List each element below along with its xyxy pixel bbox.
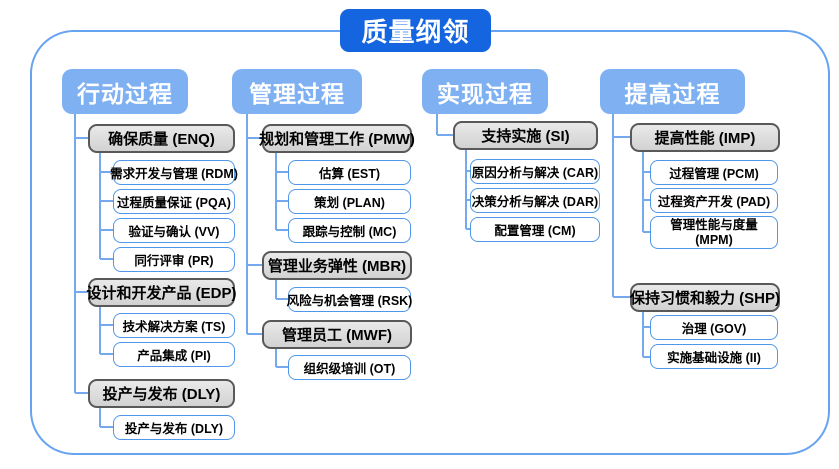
group-node-enq: 确保质量 (ENQ) xyxy=(88,124,235,153)
group-node-si: 支持实施 (SI) xyxy=(453,121,598,150)
group-node-pmw: 规划和管理工作 (PMW) xyxy=(259,124,415,153)
process-node-car: 原因分析与解决 (CAR) xyxy=(470,159,600,184)
group-node-shp: 保持习惯和毅力 (SHP) xyxy=(630,283,780,312)
process-node-rsk: 风险与机会管理 (RSK) xyxy=(287,287,412,312)
column-header-action-process: 行动过程 xyxy=(62,69,188,114)
process-node-ii: 实施基础设施 (II) xyxy=(650,344,778,369)
process-node-mpm: 管理性能与度量 (MPM) xyxy=(650,216,778,249)
process-node-gov: 治理 (GOV) xyxy=(650,315,778,340)
process-node-plan: 策划 (PLAN) xyxy=(288,189,411,214)
process-node-pcm: 过程管理 (PCM) xyxy=(650,160,778,185)
process-node-pr: 同行评审 (PR) xyxy=(113,247,235,272)
process-node-dly: 投产与发布 (DLY) xyxy=(113,415,235,440)
group-node-imp: 提高性能 (IMP) xyxy=(630,123,780,152)
process-node-ts: 技术解决方案 (TS) xyxy=(113,313,235,338)
process-node-vv: 验证与确认 (VV) xyxy=(113,218,235,243)
process-node-rdm: 需求开发与管理 (RDM) xyxy=(110,160,238,185)
process-node-mc: 跟踪与控制 (MC) xyxy=(288,218,411,243)
group-node-mwf: 管理员工 (MWF) xyxy=(262,320,412,349)
process-node-est: 估算 (EST) xyxy=(288,160,411,185)
diagram-title: 质量纲领 xyxy=(340,9,491,52)
process-node-pi: 产品集成 (PI) xyxy=(113,342,235,367)
column-header-improvement-process: 提高过程 xyxy=(600,69,745,114)
process-node-pqa: 过程质量保证 (PQA) xyxy=(113,189,235,214)
process-node-ot: 组织级培训 (OT) xyxy=(288,355,411,380)
column-header-management-process: 管理过程 xyxy=(232,69,362,114)
group-node-mbr: 管理业务弹性 (MBR) xyxy=(262,251,412,280)
group-node-edp: 设计和开发产品 (EDP) xyxy=(87,278,237,307)
group-node-dly: 投产与发布 (DLY) xyxy=(88,379,235,408)
process-node-pad: 过程资产开发 (PAD) xyxy=(650,188,778,213)
process-node-cm: 配置管理 (CM) xyxy=(470,217,600,242)
column-header-implementation-process: 实现过程 xyxy=(422,69,548,114)
process-node-dar: 决策分析与解决 (DAR) xyxy=(470,188,600,213)
